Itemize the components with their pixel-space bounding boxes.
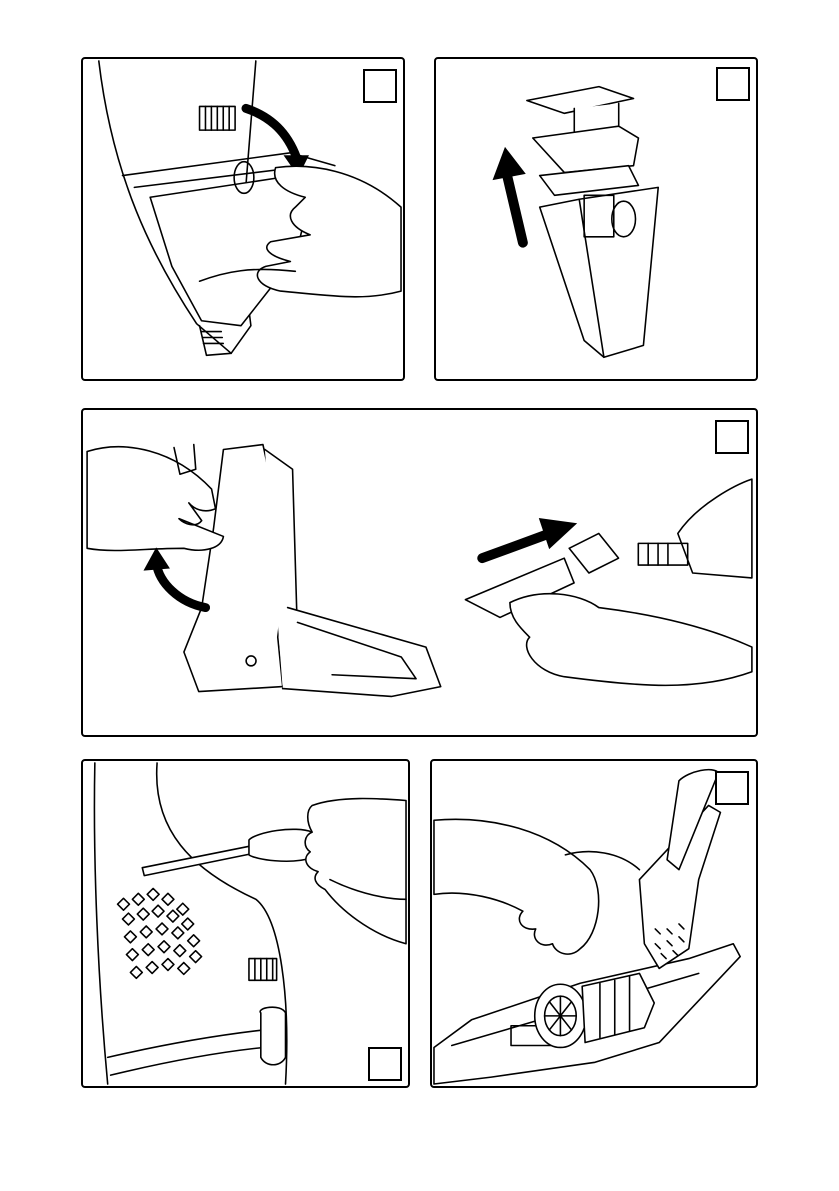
figure-2 [434,57,758,381]
figure-5 [430,759,758,1088]
figure-3-illustration [83,410,756,735]
figure-3 [81,408,758,737]
figure-1-illustration [83,59,403,379]
figure-1 [81,57,405,381]
step-label-box [368,1047,402,1081]
step-label-box [715,771,749,805]
step-label-box [363,69,397,103]
figure-2-illustration [436,59,756,379]
step-label-box [716,67,750,101]
figure-4 [81,759,410,1088]
figure-5-illustration [432,761,756,1086]
step-label-box [715,420,749,454]
figure-4-illustration [83,761,408,1086]
